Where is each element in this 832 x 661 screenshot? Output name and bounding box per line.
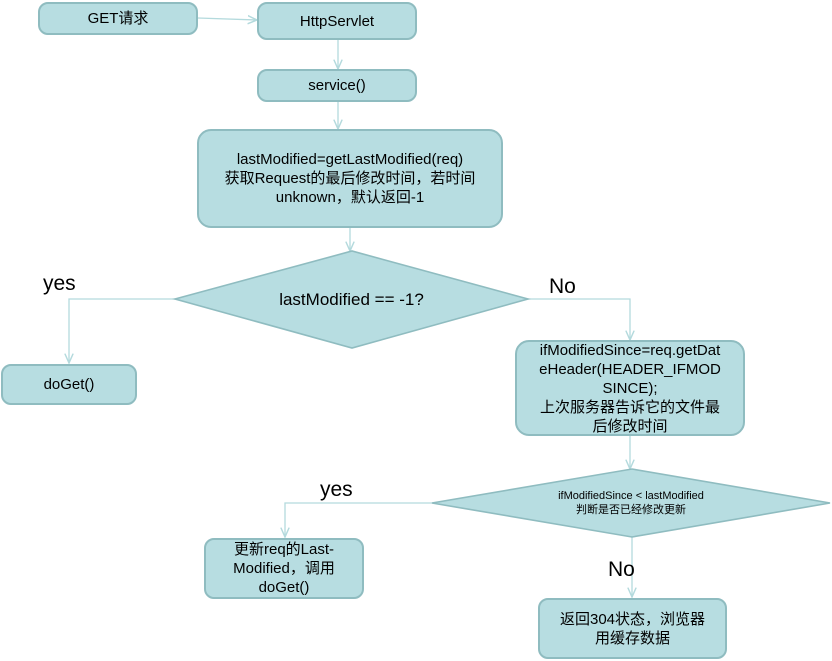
arrow-get-to-servlet	[197, 18, 257, 20]
edge-label-yes-2: yes	[320, 478, 353, 501]
node-if-modified-since-line-4: 上次服务器告诉它的文件最	[539, 398, 720, 416]
node-httpservlet-label: HttpServlet	[299, 12, 375, 30]
node-update-and-doget-line-3: doGet()	[258, 579, 310, 596]
node-if-modified-since-line-5: 后修改时间	[592, 417, 668, 435]
decision-1-label: lastModified == -1?	[175, 251, 528, 348]
node-get-last-modified-line-2: 获取Request的最后修改时间，若时间	[224, 170, 476, 187]
decision-2-line-1: ifModifiedSince < lastModified	[558, 490, 704, 502]
decision-2-line-2: 判断是否已经修改更新	[576, 504, 686, 516]
node-return-304-line-2: 用缓存数据	[594, 629, 670, 647]
node-service: service()	[257, 69, 417, 102]
node-doget-label: doGet()	[43, 376, 95, 393]
node-if-modified-since-line-1: ifModifiedSince=req.getDat	[539, 341, 721, 359]
edge-label-no-1: No	[549, 275, 576, 298]
edge-label-no-2: No	[608, 558, 635, 581]
node-get-last-modified: lastModified=getLastModified(req) 获取Requ…	[197, 129, 503, 228]
node-return-304: 返回304状态，浏览器 用缓存数据	[538, 598, 727, 659]
node-update-and-doget: 更新req的Last- Modified，调用 doGet()	[204, 538, 364, 599]
node-doget: doGet()	[1, 364, 137, 405]
node-update-and-doget-line-2: Modified，调用	[233, 560, 335, 577]
arrow-cond1-no	[528, 298, 630, 340]
node-get-request: GET请求	[38, 2, 198, 35]
node-if-modified-since-line-3: SINCE);	[602, 379, 658, 397]
edge-label-yes-1: yes	[43, 272, 76, 295]
decision-1-text: lastModified == -1?	[279, 289, 424, 309]
node-return-304-line-1: 返回304状态，浏览器	[559, 610, 706, 628]
node-update-and-doget-line-1: 更新req的Last-	[233, 541, 335, 558]
node-get-last-modified-line-3: unknown，默认返回-1	[275, 189, 425, 206]
decision-diamond-2	[431, 468, 831, 538]
arrow-cond2-yes	[285, 502, 432, 537]
node-if-modified-since-line-2: eHeader(HEADER_IFMOD	[539, 360, 721, 378]
node-httpservlet: HttpServlet	[257, 2, 417, 40]
decision-2-label: ifModifiedSince < lastModified 判断是否已经修改更…	[432, 469, 830, 537]
arrow-cond1-yes	[69, 298, 175, 363]
node-if-modified-since: ifModifiedSince=req.getDat eHeader(HEADE…	[515, 340, 745, 436]
decision-diamond-1	[171, 250, 532, 349]
node-service-label: service()	[308, 77, 366, 94]
node-get-last-modified-line-1: lastModified=getLastModified(req)	[236, 151, 464, 168]
node-get-request-label: GET请求	[87, 10, 149, 27]
